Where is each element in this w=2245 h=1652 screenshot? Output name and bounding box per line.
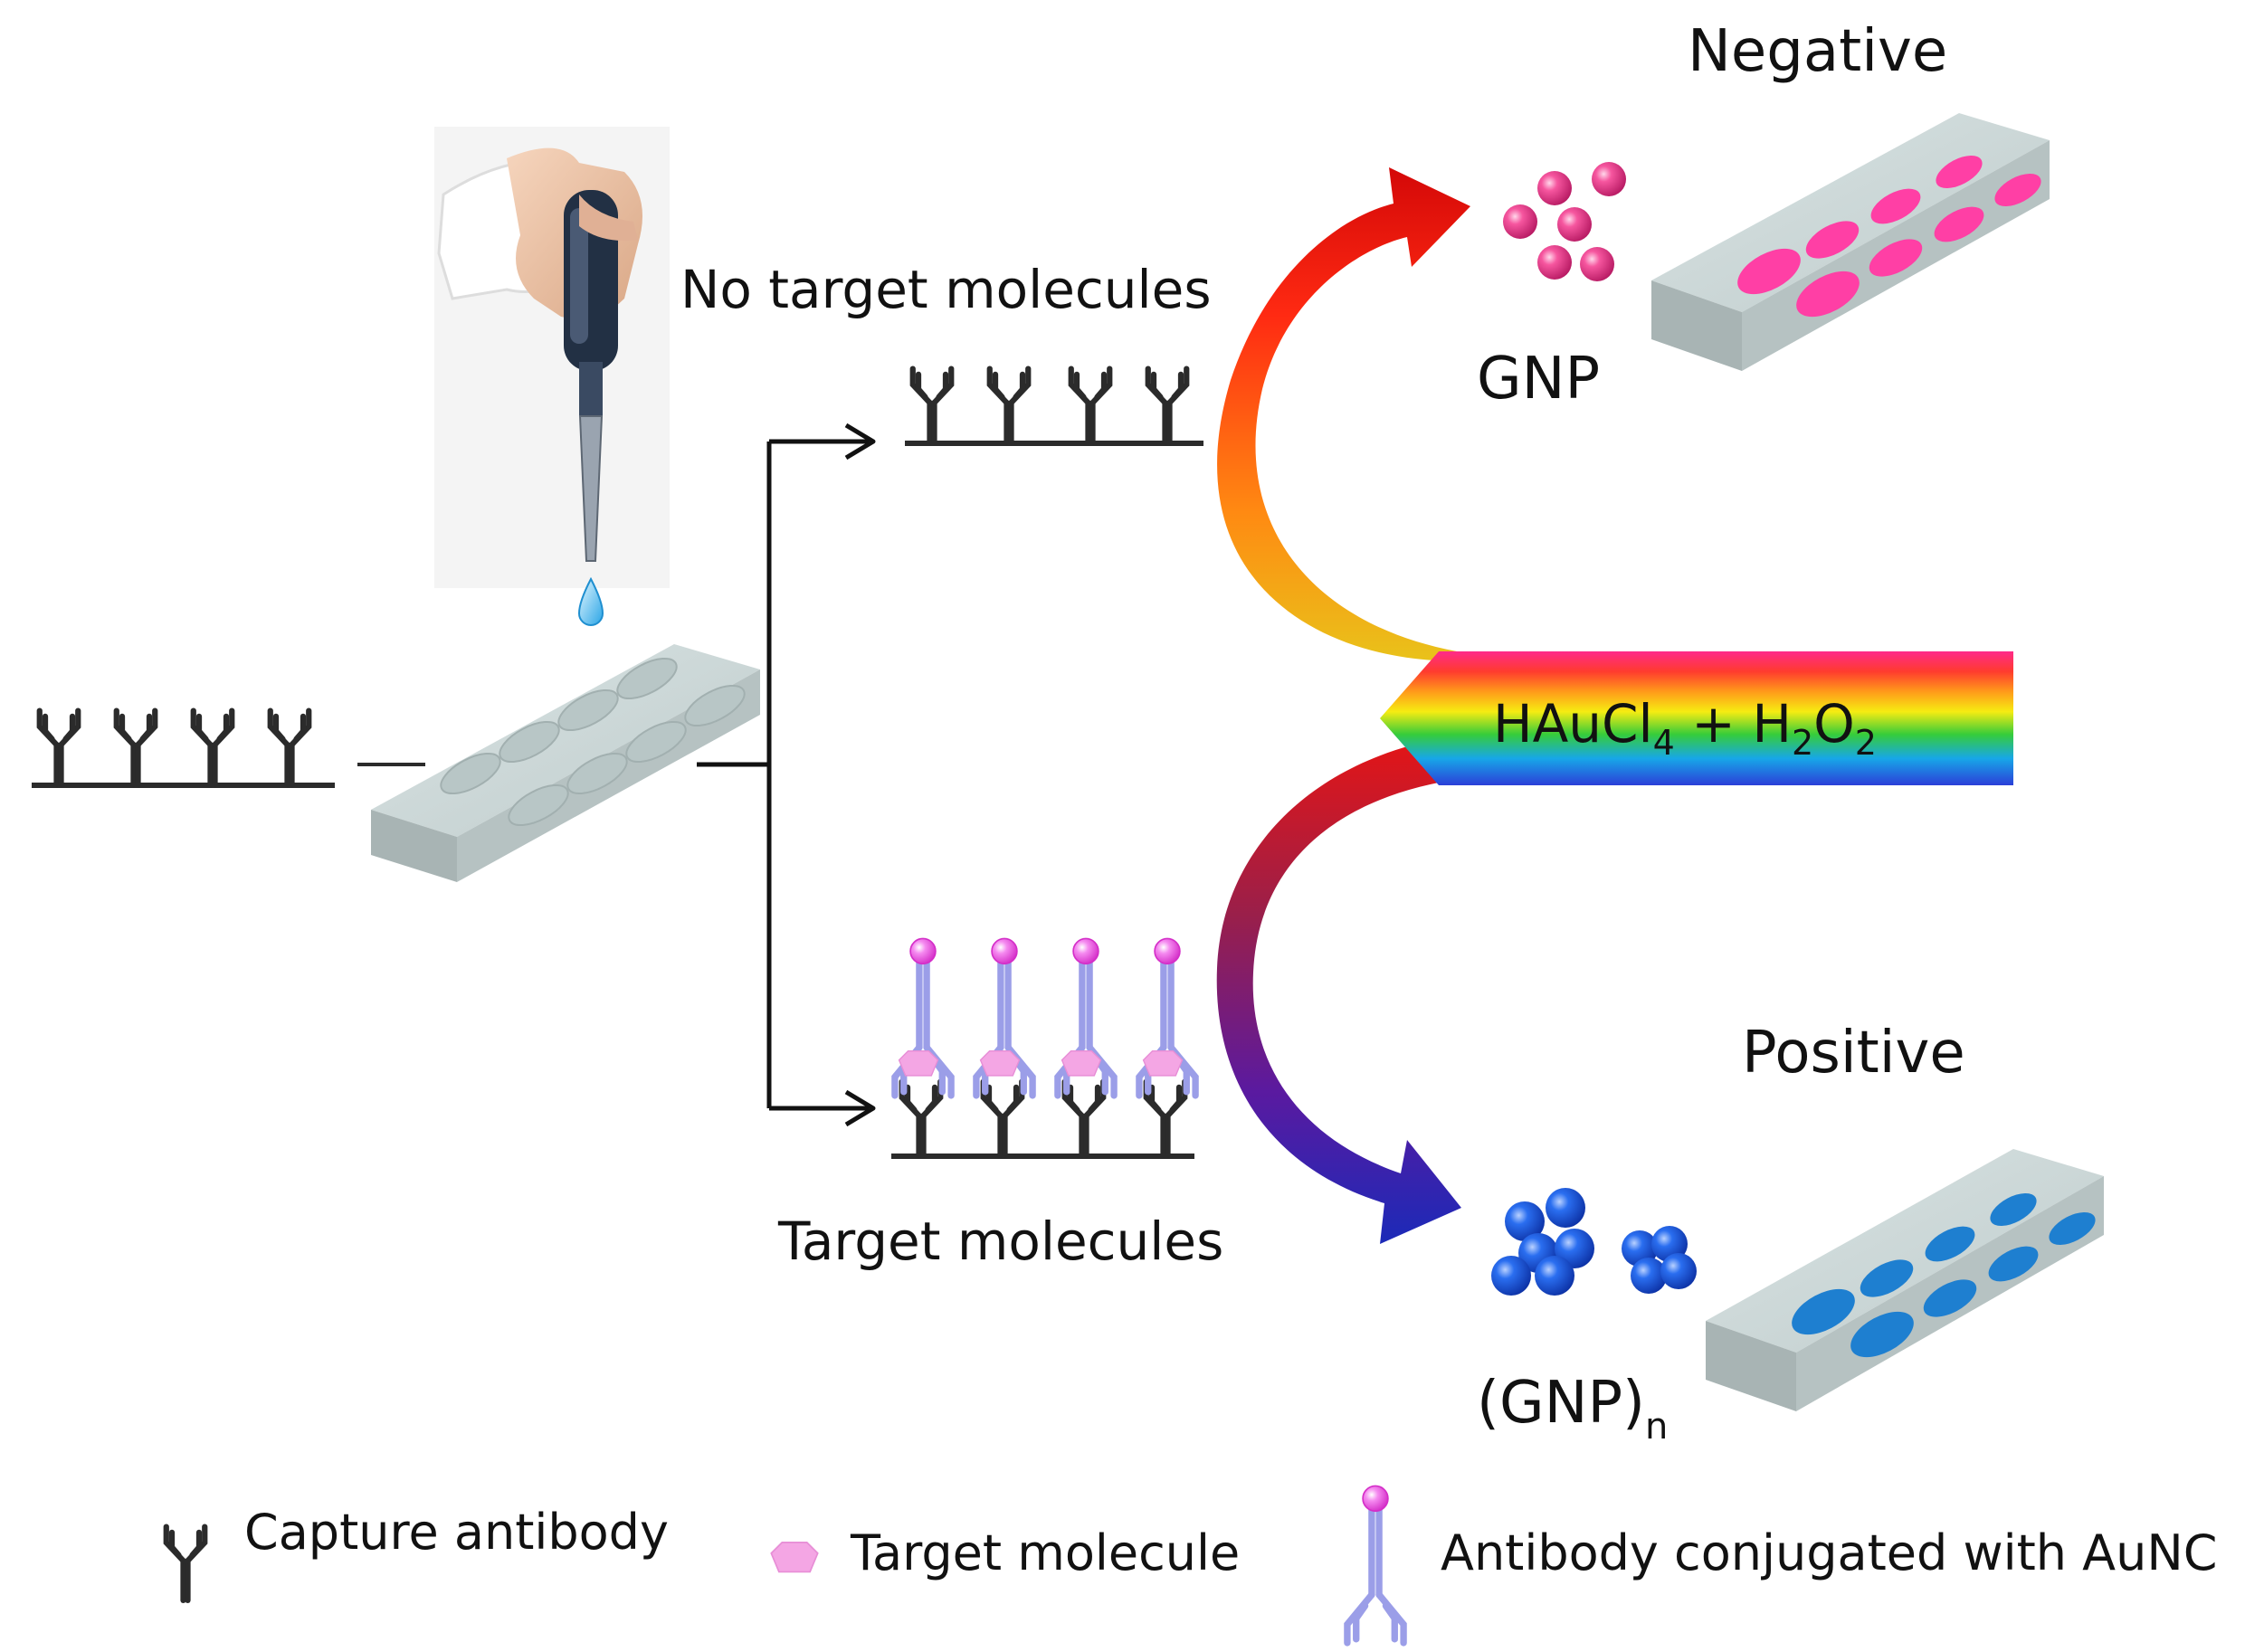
capture-antibody-row-initial — [32, 711, 335, 788]
reagent-bar: HAuCl4 + H2O2 — [1380, 651, 2013, 785]
empty-plate — [371, 644, 760, 882]
gnp-aggregates-positive — [1491, 1188, 1697, 1296]
sandwich-complex-row — [891, 938, 1195, 1159]
capture-antibody-icon — [166, 1527, 205, 1600]
target-label: Target molecules — [777, 1211, 1223, 1272]
legend-conjugated-antibody: Antibody conjugated with AuNC — [1441, 1524, 2217, 1581]
target-molecule-icon — [770, 1541, 819, 1573]
gnp-particles-negative — [1503, 162, 1626, 281]
capture-antibody-row-no-target — [905, 369, 1203, 446]
negative-label: Negative — [1688, 18, 1947, 85]
conjugated-antibody-icon — [1347, 1486, 1403, 1642]
gnp-n-label: (GNP)n — [1477, 1370, 1668, 1448]
reaction-arrow-negative — [1217, 167, 1470, 660]
positive-result-plate — [1706, 1149, 2104, 1411]
legend-capture-antibody: Capture antibody — [244, 1504, 669, 1561]
negative-result-plate — [1651, 113, 2050, 371]
gnp-label: GNP — [1477, 346, 1600, 413]
no-target-label: No target molecules — [680, 259, 1212, 320]
reagent-label: HAuCl4 + H2O2 — [1493, 693, 1877, 763]
positive-label: Positive — [1742, 1020, 1965, 1087]
pipette-illustration — [434, 127, 670, 626]
legend-target-molecule: Target molecule — [850, 1524, 1240, 1581]
branch-arrows — [697, 422, 876, 1127]
legend: Capture antibody Target molecule Antibod… — [166, 1486, 2217, 1642]
reaction-arrow-positive — [1216, 737, 1466, 1244]
